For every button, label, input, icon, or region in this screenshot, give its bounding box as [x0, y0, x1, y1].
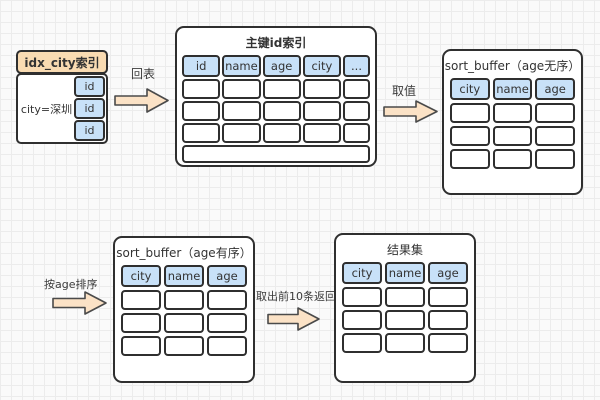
column-header-age: age [428, 262, 468, 284]
empty-cell [182, 123, 221, 143]
table-row [182, 123, 370, 143]
empty-cell [385, 310, 425, 330]
sort-buffer-ordered-table: sort_buffer（age有序） city name age [113, 236, 255, 383]
column-header-city: city [450, 78, 490, 100]
empty-cell [222, 123, 261, 143]
empty-cell [302, 123, 341, 143]
empty-cell [450, 126, 490, 146]
empty-cell [302, 101, 341, 121]
empty-cell [535, 103, 576, 123]
column-header-age: age [262, 55, 301, 77]
table-row-full-width [182, 145, 370, 163]
table-row [450, 103, 576, 123]
empty-cell [343, 79, 370, 99]
arrow-label-sort-by-age: 按age排序 [44, 278, 98, 291]
empty-cell [450, 103, 490, 123]
header-row: city name age [342, 262, 468, 284]
block-arrow-right-icon [114, 88, 169, 113]
sort-buffer-unordered-title: sort_buffer（age无序） [444, 59, 581, 73]
empty-cell [182, 145, 370, 163]
empty-cell [262, 101, 301, 121]
empty-cell [492, 149, 533, 169]
primary-index-header-row: id name age city ... [182, 55, 370, 77]
empty-cell [343, 123, 370, 143]
column-header-city: city [302, 55, 341, 77]
empty-cell [450, 149, 490, 169]
arrow-label-fetch-values: 取值 [392, 84, 417, 98]
empty-cell [492, 103, 533, 123]
empty-cell [182, 79, 221, 99]
empty-cell [207, 336, 247, 356]
empty-cell [428, 333, 468, 353]
column-header-name: name [222, 55, 261, 77]
primary-index-table: 主键id索引 id name age city ... [175, 26, 377, 167]
column-header-more: ... [343, 55, 370, 77]
result-set-table: 结果集 city name age [334, 233, 476, 383]
id-cell: id [74, 76, 105, 97]
table-row [121, 336, 247, 356]
column-header-id: id [182, 55, 221, 77]
empty-cell [262, 123, 301, 143]
empty-cell [385, 333, 425, 353]
empty-cell [121, 290, 161, 310]
empty-cell [342, 310, 382, 330]
arrow-label-back-to-table: 回表 [131, 67, 156, 81]
id-cell: id [74, 120, 105, 141]
column-header-name: name [492, 78, 533, 100]
id-cell: id [74, 98, 105, 119]
empty-cell [182, 101, 221, 121]
sort-buffer-ordered-title: sort_buffer（age有序） [116, 246, 252, 260]
table-row [450, 126, 576, 146]
empty-cell [342, 287, 382, 307]
block-arrow-right-icon [267, 307, 320, 331]
empty-cell [302, 79, 341, 99]
table-row [182, 101, 370, 121]
empty-cell [492, 126, 533, 146]
header-row: city name age [121, 265, 247, 287]
empty-cell [164, 290, 204, 310]
empty-cell [121, 313, 161, 333]
empty-cell [535, 149, 576, 169]
table-row [342, 310, 468, 330]
empty-cell [207, 313, 247, 333]
table-row [121, 313, 247, 333]
empty-cell [164, 336, 204, 356]
table-row [121, 290, 247, 310]
table-row [342, 287, 468, 307]
arrow-label-return-top10: 取出前10条返回 [256, 290, 336, 303]
table-row [342, 333, 468, 353]
empty-cell [222, 79, 261, 99]
empty-cell [121, 336, 161, 356]
idx-city-table-body: city=深圳 id id id [16, 73, 108, 144]
empty-cell [428, 287, 468, 307]
empty-cell [262, 79, 301, 99]
empty-cell [164, 313, 204, 333]
empty-cell [222, 101, 261, 121]
id-column: id id id [74, 76, 105, 141]
primary-index-title: 主键id索引 [245, 36, 307, 50]
table-row [182, 79, 370, 99]
header-row: city name age [450, 78, 576, 100]
column-header-name: name [164, 265, 204, 287]
sort-buffer-unordered-table: sort_buffer（age无序） city name age [442, 49, 583, 195]
block-arrow-right-icon [383, 100, 438, 123]
idx-city-table-header: idx_city索引 [16, 50, 108, 74]
column-header-name: name [385, 262, 425, 284]
empty-cell [535, 126, 576, 146]
empty-cell [342, 333, 382, 353]
empty-cell [428, 310, 468, 330]
city-value-cell: city=深圳 [20, 102, 73, 116]
result-set-title: 结果集 [386, 243, 423, 257]
column-header-city: city [342, 262, 382, 284]
column-header-age: age [207, 265, 247, 287]
column-header-city: city [121, 265, 161, 287]
empty-cell [207, 290, 247, 310]
block-arrow-right-icon [52, 291, 107, 315]
table-row [450, 149, 576, 169]
column-header-age: age [535, 78, 576, 100]
empty-cell [385, 287, 425, 307]
empty-cell [343, 101, 370, 121]
